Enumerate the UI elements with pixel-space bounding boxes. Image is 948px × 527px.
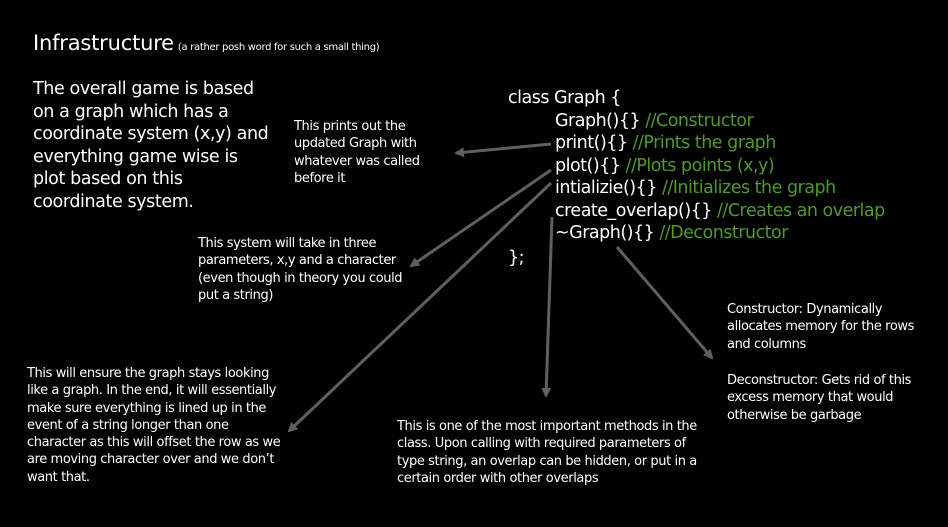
code-member-create-overlap: create_overlap(){} //Creates an overlap [508, 200, 885, 223]
arrow-plot [409, 168, 552, 268]
title-subtitle: (a rather posh word for such a small thi… [177, 42, 380, 53]
code-member-print: print(){} //Prints the graph [508, 132, 885, 155]
title-text: Infrastructure [33, 31, 174, 55]
member-comment: //Plots points (x,y) [625, 155, 775, 176]
note-print: This prints out the updated Graph with w… [294, 119, 420, 186]
intro-paragraph: The overall game is based on a graph whi… [33, 79, 269, 212]
member-comment: //Initializes the graph [661, 178, 836, 198]
code-member-initialize: intializie(){} //Initializes the graph [508, 177, 885, 200]
member-signature: plot(){} [555, 155, 621, 176]
member-comment: //Deconstructor [659, 223, 788, 243]
member-signature: print(){} [555, 133, 628, 153]
code-member-plot: plot(){} //Plots points (x,y) [508, 155, 885, 178]
note-create-overlap: This is one of the most important method… [397, 419, 697, 486]
code-member-destructor: ~Graph(){} //Deconstructor [508, 222, 885, 245]
code-class-close: }; [508, 247, 525, 268]
code-member-constructor: Graph(){} //Constructor [508, 110, 885, 133]
note-deconstructor: Deconstructor: Gets rid of this excess m… [727, 373, 912, 423]
member-signature: ~Graph(){} [555, 223, 655, 243]
arrow-print [454, 142, 552, 158]
member-comment: //Prints the graph [632, 133, 777, 153]
member-signature: Graph(){} [555, 110, 641, 131]
note-constructor: Constructor: Dynamically allocates memor… [727, 302, 914, 352]
member-comment: //Constructor [645, 110, 754, 131]
code-class-open: class Graph { [508, 88, 621, 108]
member-comment: //Creates an overlap [717, 200, 885, 221]
arrow-destructor [615, 246, 714, 360]
note-plot: This system will take in three parameter… [198, 236, 403, 303]
note-initialize: This will ensure the graph stays looking… [27, 366, 281, 485]
member-signature: intializie(){} [555, 178, 657, 198]
arrow-initialize [287, 181, 553, 433]
member-signature: create_overlap(){} [555, 200, 712, 221]
arrow-create-overlap [541, 216, 554, 398]
code-block: class Graph { Graph(){} //Constructor pr… [508, 87, 885, 269]
slide-title: Infrastructure(a rather posh word for su… [33, 31, 380, 55]
